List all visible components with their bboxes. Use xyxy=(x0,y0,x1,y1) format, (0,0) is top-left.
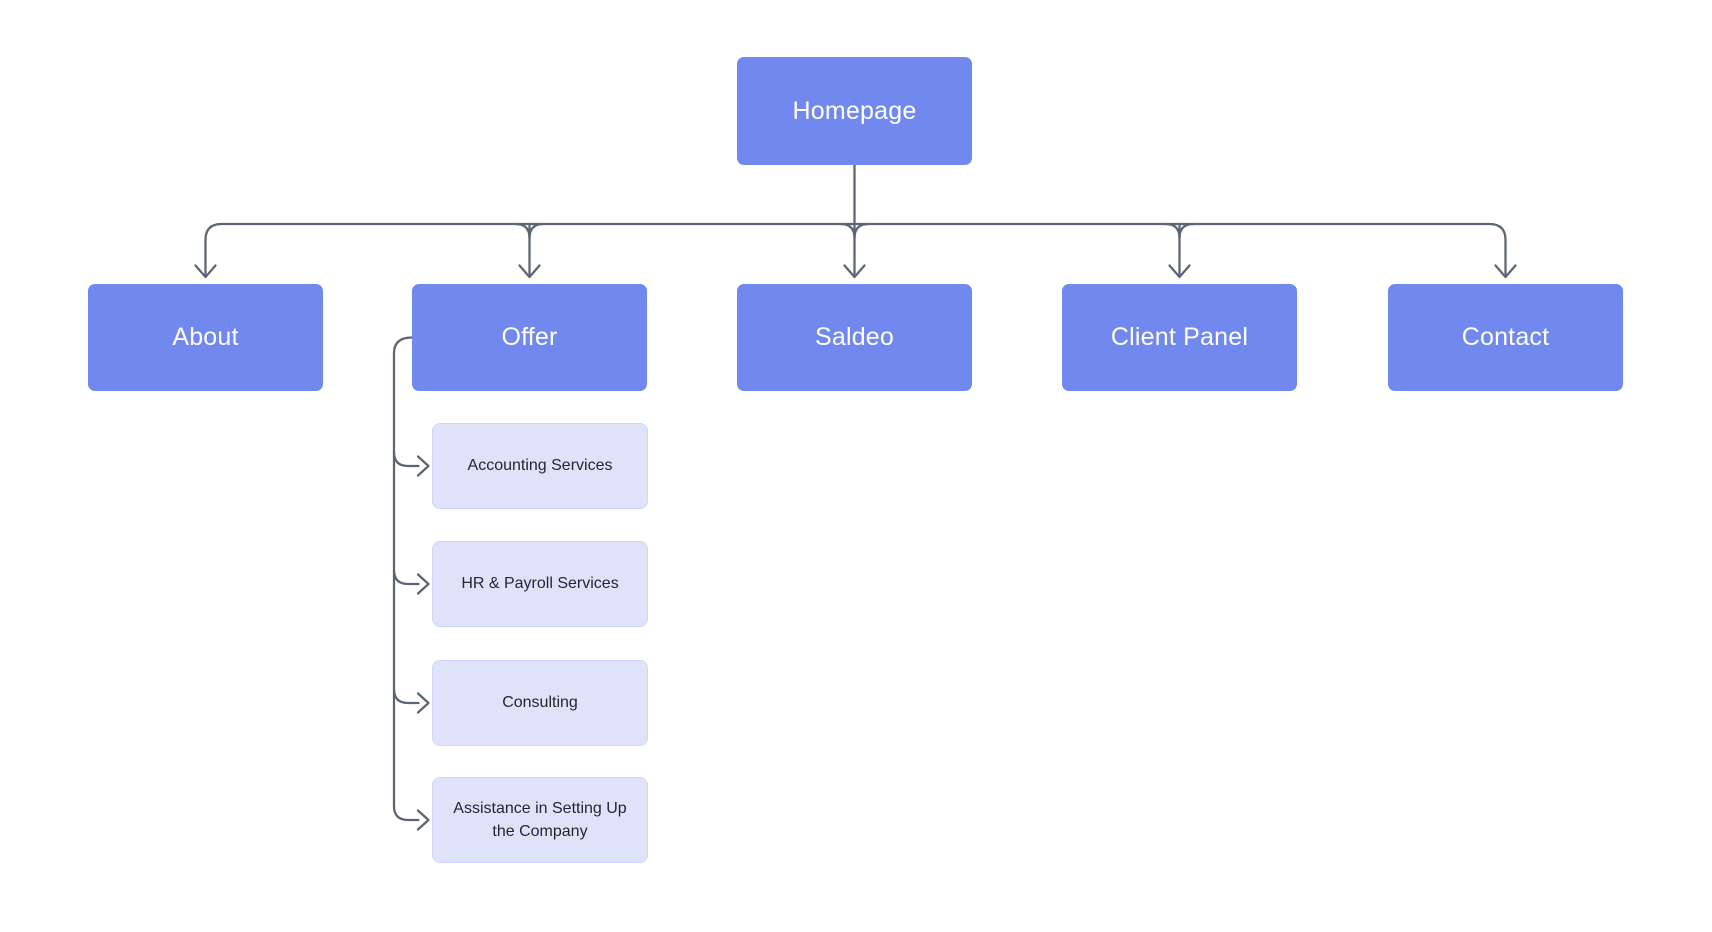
node-saldeo[interactable]: Saldeo xyxy=(737,284,972,391)
node-client-panel[interactable]: Client Panel xyxy=(1062,284,1297,391)
node-label: Assistance in Setting Up the Company xyxy=(453,799,627,840)
connector-offer-elbow xyxy=(392,450,420,468)
connector-offer-branch-spine xyxy=(392,336,420,822)
junction-fillet xyxy=(514,222,531,240)
node-label: HR & Payroll Services xyxy=(461,575,619,593)
node-label: Accounting Services xyxy=(467,457,613,475)
arrowhead-right-icon xyxy=(416,692,430,714)
node-consulting[interactable]: Consulting xyxy=(432,660,648,746)
arrowhead-right-icon xyxy=(416,573,430,595)
node-about[interactable]: About xyxy=(88,284,323,391)
junction-fillet xyxy=(853,222,870,240)
node-label: Consulting xyxy=(502,694,578,712)
arrowhead-right-icon xyxy=(416,455,430,477)
arrowhead-down-icon xyxy=(1494,264,1517,279)
arrowhead-down-icon xyxy=(194,264,217,279)
node-label: Homepage xyxy=(792,96,917,125)
node-label: Offer xyxy=(501,323,558,351)
node-offer[interactable]: Offer xyxy=(412,284,647,391)
arrowhead-right-icon xyxy=(416,809,430,831)
arrowhead-down-icon xyxy=(1168,264,1191,279)
node-label: About xyxy=(172,323,239,351)
node-homepage[interactable]: Homepage xyxy=(737,57,972,165)
node-label: Client Panel xyxy=(1110,323,1249,351)
junction-fillet xyxy=(528,222,545,240)
arrowhead-down-icon xyxy=(843,264,866,279)
node-contact[interactable]: Contact xyxy=(1388,284,1623,391)
node-label: Saldeo xyxy=(814,323,895,351)
junction-fillet xyxy=(839,222,856,240)
arrowhead-down-icon xyxy=(518,264,541,279)
connector-offer-elbow xyxy=(392,687,420,705)
node-hr-payroll-services[interactable]: HR & Payroll Services xyxy=(432,541,648,627)
node-assistance-setting-up-company[interactable]: Assistance in Setting Up the Company xyxy=(432,777,648,863)
node-accounting-services[interactable]: Accounting Services xyxy=(432,423,648,509)
connector-offer-elbow xyxy=(392,568,420,586)
node-label: Contact xyxy=(1461,323,1550,351)
junction-fillet xyxy=(1178,222,1195,240)
connector-distribution-line xyxy=(204,222,1507,278)
junction-fillet xyxy=(1164,222,1181,240)
